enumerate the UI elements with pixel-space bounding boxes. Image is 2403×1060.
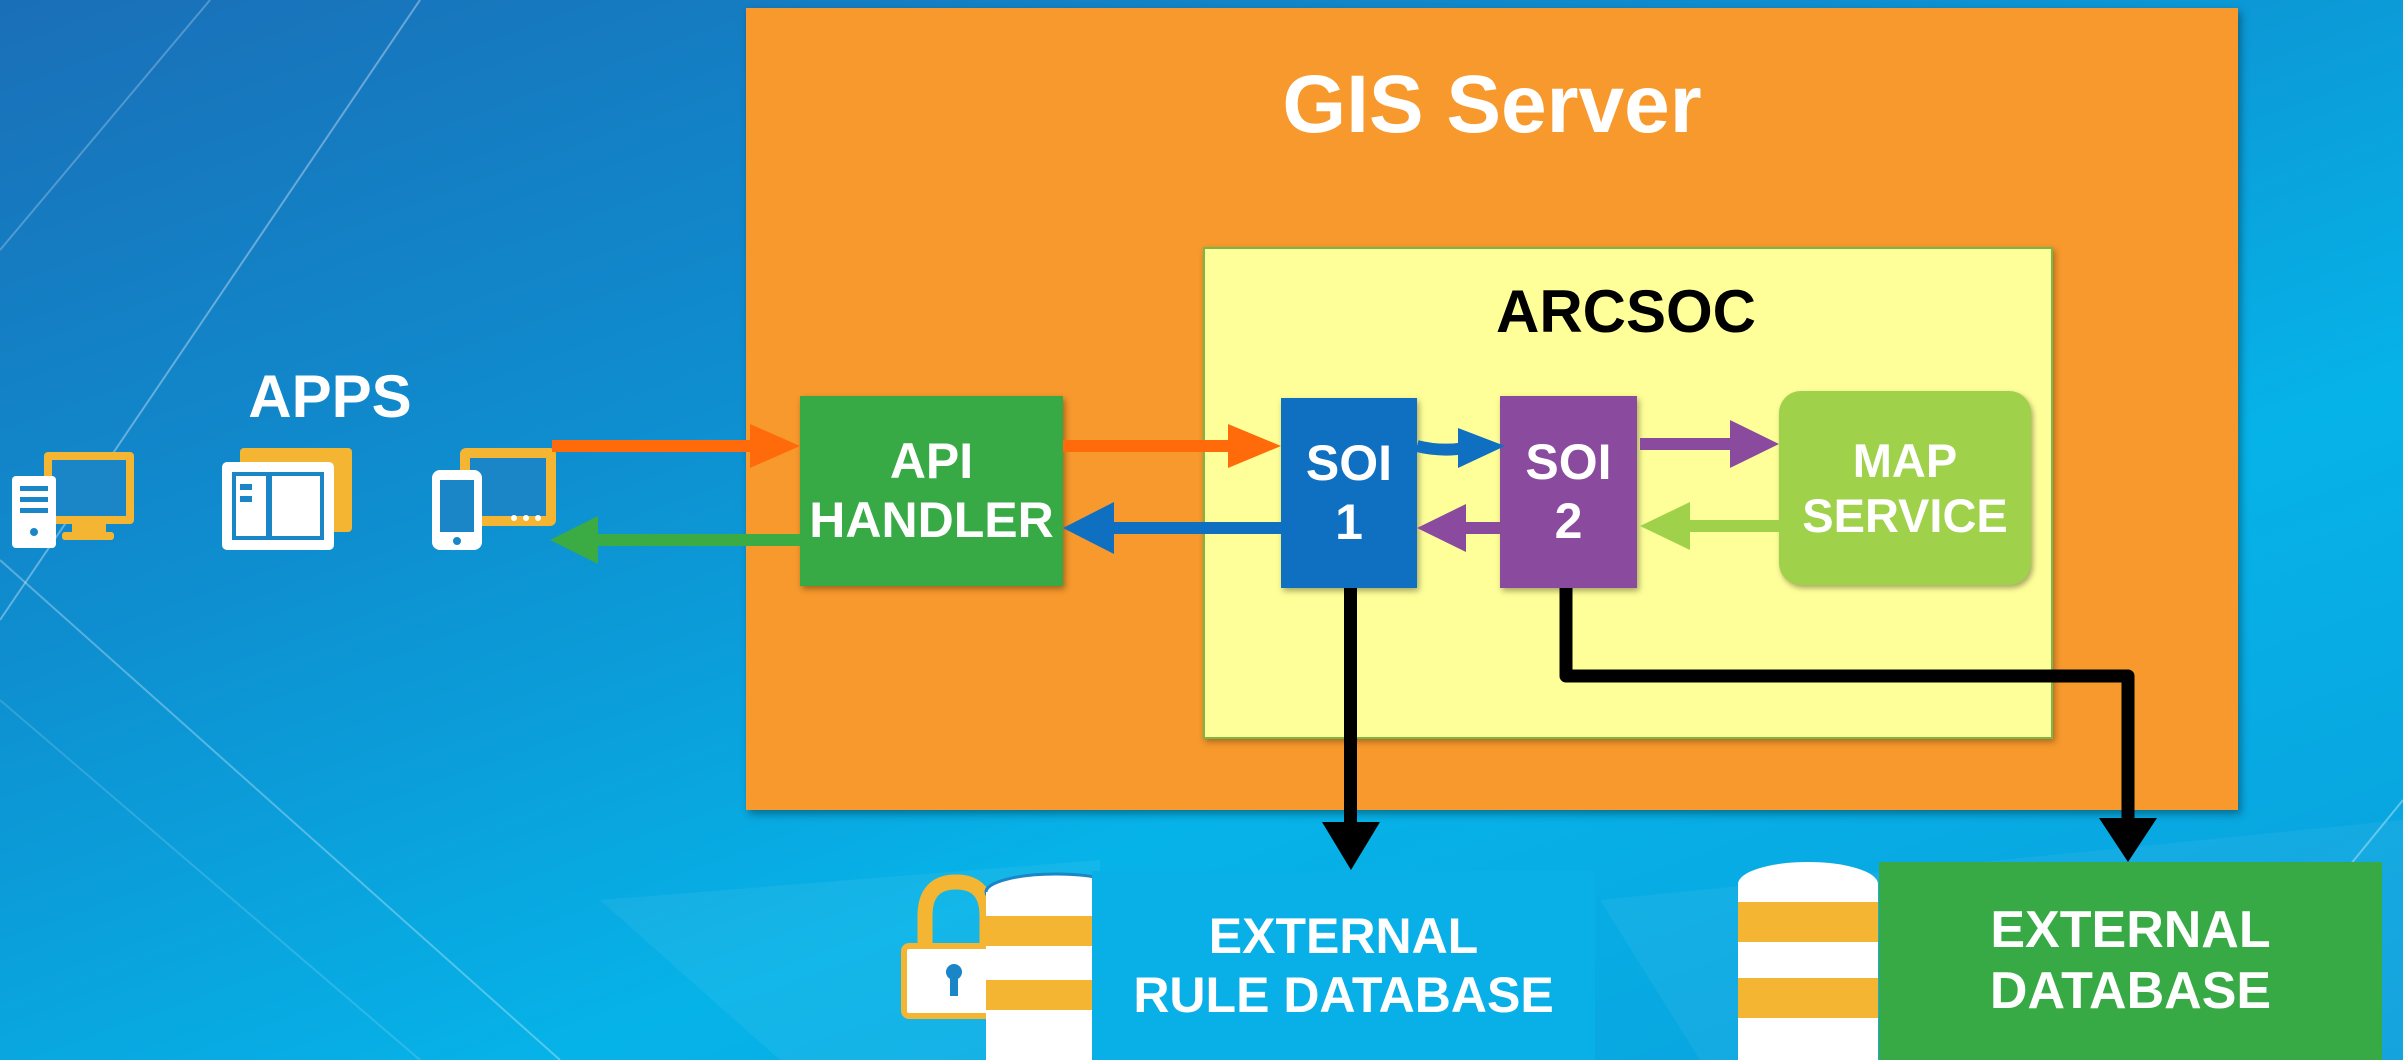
response-arrow-soi1-to-api: [1063, 502, 1281, 554]
request-arrow-api-to-soi1: [1063, 424, 1281, 468]
request-arrow-soi1-to-soi2: [1415, 428, 1505, 468]
external-db-line2: DATABASE: [1989, 962, 2272, 1020]
mobile-devices-icon: [432, 448, 556, 550]
soi2-line2: 2: [1554, 493, 1583, 549]
external-db-line1: EXTERNAL: [1990, 900, 2271, 959]
tablet-icon: [222, 448, 352, 550]
response-arrow-map-to-soi2: [1640, 502, 1779, 550]
apps-label: APPS: [248, 363, 412, 430]
connector-soi2-to-external-db: [1559, 588, 2157, 862]
desktop-icon: [12, 452, 134, 548]
api-handler-line1: API: [889, 433, 974, 489]
gis-server-title: GIS Server: [1282, 59, 1702, 150]
soi1-line1: SOI: [1305, 435, 1393, 491]
connector-soi1-to-rule-db: [1322, 588, 1380, 870]
soi2-line1: SOI: [1525, 434, 1612, 490]
request-arrow-apps-to-api: [552, 424, 800, 468]
request-arrow-soi2-to-map: [1640, 420, 1779, 468]
map-service-line1: MAP: [1852, 433, 1958, 487]
arcsoc-title: ARCSOC: [1495, 278, 1756, 345]
external-rule-db-line1: EXTERNAL: [1208, 907, 1479, 964]
database-icon: [1738, 862, 1878, 1060]
response-arrow-api-to-apps: [550, 516, 800, 564]
map-service-line2: SERVICE: [1802, 489, 2008, 542]
api-handler-line2: HANDLER: [809, 492, 1054, 548]
external-rule-db-line2: RULE DATABASE: [1133, 966, 1554, 1023]
soi1-line2: 1: [1335, 494, 1363, 550]
response-arrow-soi2-to-soi1: [1417, 504, 1502, 552]
